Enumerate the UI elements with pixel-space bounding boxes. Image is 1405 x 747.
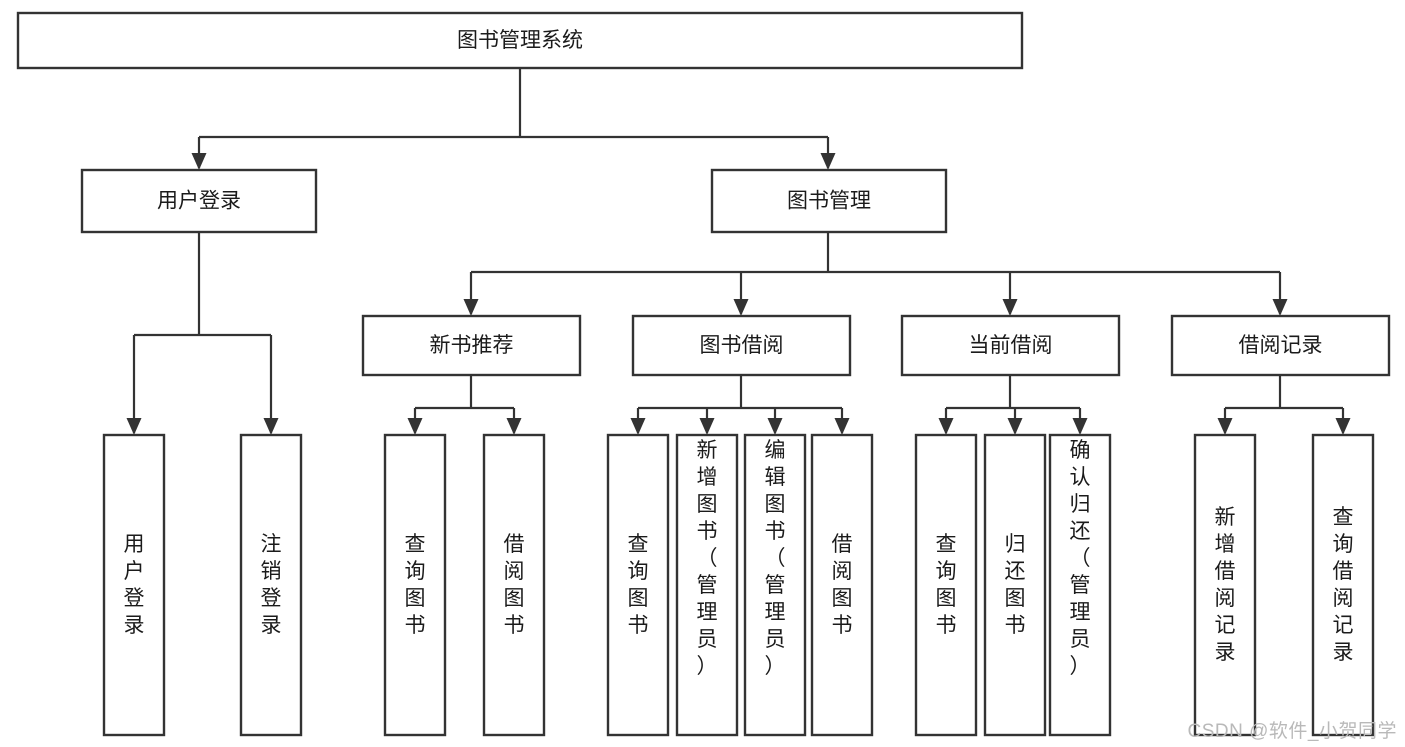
node-leaf-query-book-3-label: 查询图书 <box>936 533 957 637</box>
arrow-head-icon <box>767 418 783 435</box>
node-book-manage[interactable]: 图书管理 <box>710 168 948 234</box>
watermark-label: CSDN @软件_小贺同学 <box>1187 721 1397 742</box>
arrow-head-icon <box>407 418 423 435</box>
node-root-system[interactable]: 图书管理系统 <box>16 11 1024 70</box>
node-leaf-query-book-2-rect <box>606 433 670 737</box>
node-leaf-add-book-label: 新增图书（管理员） <box>697 439 718 678</box>
arrow-head-icon <box>699 418 715 435</box>
node-leaf-edit-book[interactable]: 编辑图书（管理员） <box>743 433 807 737</box>
node-current-borrow-rect <box>900 314 1121 377</box>
node-leaf-add-book[interactable]: 新增图书（管理员） <box>675 433 739 737</box>
node-leaf-borrow-book-1-rect <box>482 433 546 737</box>
arrow-head-icon <box>733 299 749 316</box>
node-leaf-add-record-label: 新增借阅记录 <box>1215 506 1236 664</box>
node-borrow-record-label: 借阅记录 <box>1239 334 1323 357</box>
arrow-head-icon <box>126 418 142 435</box>
arrow-head-icon <box>1072 418 1088 435</box>
arrow-head-icon <box>834 418 850 435</box>
node-leaf-add-record[interactable]: 新增借阅记录 <box>1193 433 1257 737</box>
node-user-login-rect <box>80 168 318 234</box>
node-leaf-confirm-return[interactable]: 确认归还（管理员） <box>1048 433 1112 737</box>
node-leaf-borrow-book-2-rect <box>810 433 874 737</box>
node-leaf-query-record-label: 查询借阅记录 <box>1333 506 1354 664</box>
arrow-head-icon <box>1272 299 1288 316</box>
node-leaf-logout-label: 注销登录 <box>261 533 282 637</box>
connector-layer <box>126 68 1351 435</box>
node-leaf-query-book-1-label: 查询图书 <box>405 533 426 637</box>
node-leaf-borrow-book-2[interactable]: 借阅图书 <box>810 433 874 737</box>
arrow-head-icon <box>1002 299 1018 316</box>
node-leaf-return-book-rect <box>983 433 1047 737</box>
node-leaf-query-book-2[interactable]: 查询图书 <box>606 433 670 737</box>
node-leaf-confirm-return-rect <box>1048 433 1112 737</box>
node-book-manage-rect <box>710 168 948 234</box>
node-leaf-add-record-rect <box>1193 433 1257 737</box>
node-leaf-return-book-label: 归还图书 <box>1005 533 1026 637</box>
arrow-head-icon <box>263 418 279 435</box>
node-leaf-query-book-3[interactable]: 查询图书 <box>914 433 978 737</box>
node-root-system-rect <box>16 11 1024 70</box>
arrow-head-icon <box>1335 418 1351 435</box>
node-book-manage-label: 图书管理 <box>787 190 871 213</box>
node-leaf-query-record-rect <box>1311 433 1375 737</box>
node-leaf-confirm-return-label: 确认归还（管理员） <box>1070 439 1091 678</box>
arrow-head-icon <box>820 153 836 170</box>
node-leaf-edit-book-label: 编辑图书（管理员） <box>765 439 786 678</box>
node-book-borrow-label: 图书借阅 <box>700 334 784 357</box>
node-leaf-logout[interactable]: 注销登录 <box>239 433 303 737</box>
node-user-login-label: 用户登录 <box>157 190 241 213</box>
node-root-system-label: 图书管理系统 <box>457 29 583 52</box>
arrow-head-icon <box>191 153 207 170</box>
node-book-borrow[interactable]: 图书借阅 <box>631 314 852 377</box>
node-leaf-logout-rect <box>239 433 303 737</box>
node-book-borrow-rect <box>631 314 852 377</box>
arrow-head-icon <box>630 418 646 435</box>
node-new-book-recommend-rect <box>361 314 582 377</box>
node-leaf-borrow-book-1-label: 借阅图书 <box>504 533 525 637</box>
node-leaf-user-login-rect <box>102 433 166 737</box>
node-leaf-query-book-2-label: 查询图书 <box>628 533 649 637</box>
node-leaf-user-login-label: 用户登录 <box>124 533 145 637</box>
arrow-head-icon <box>506 418 522 435</box>
arrow-head-icon <box>938 418 954 435</box>
node-leaf-user-login[interactable]: 用户登录 <box>102 433 166 737</box>
node-leaf-query-book-1-rect <box>383 433 447 737</box>
node-leaf-return-book[interactable]: 归还图书 <box>983 433 1047 737</box>
node-current-borrow-label: 当前借阅 <box>969 334 1053 357</box>
node-layer: 图书管理系统用户登录图书管理新书推荐图书借阅当前借阅借阅记录用户登录注销登录查询… <box>16 11 1391 737</box>
node-new-book-recommend[interactable]: 新书推荐 <box>361 314 582 377</box>
arrow-head-icon <box>1007 418 1023 435</box>
node-leaf-add-book-rect <box>675 433 739 737</box>
node-borrow-record-rect <box>1170 314 1391 377</box>
arrow-head-icon <box>1217 418 1233 435</box>
arrow-head-icon <box>463 299 479 316</box>
node-leaf-borrow-book-1[interactable]: 借阅图书 <box>482 433 546 737</box>
node-current-borrow[interactable]: 当前借阅 <box>900 314 1121 377</box>
node-new-book-recommend-label: 新书推荐 <box>430 334 514 357</box>
node-borrow-record[interactable]: 借阅记录 <box>1170 314 1391 377</box>
node-leaf-edit-book-rect <box>743 433 807 737</box>
node-leaf-borrow-book-2-label: 借阅图书 <box>832 533 853 637</box>
node-leaf-query-book-3-rect <box>914 433 978 737</box>
node-leaf-query-book-1[interactable]: 查询图书 <box>383 433 447 737</box>
node-leaf-query-record[interactable]: 查询借阅记录 <box>1311 433 1375 737</box>
node-user-login[interactable]: 用户登录 <box>80 168 318 234</box>
